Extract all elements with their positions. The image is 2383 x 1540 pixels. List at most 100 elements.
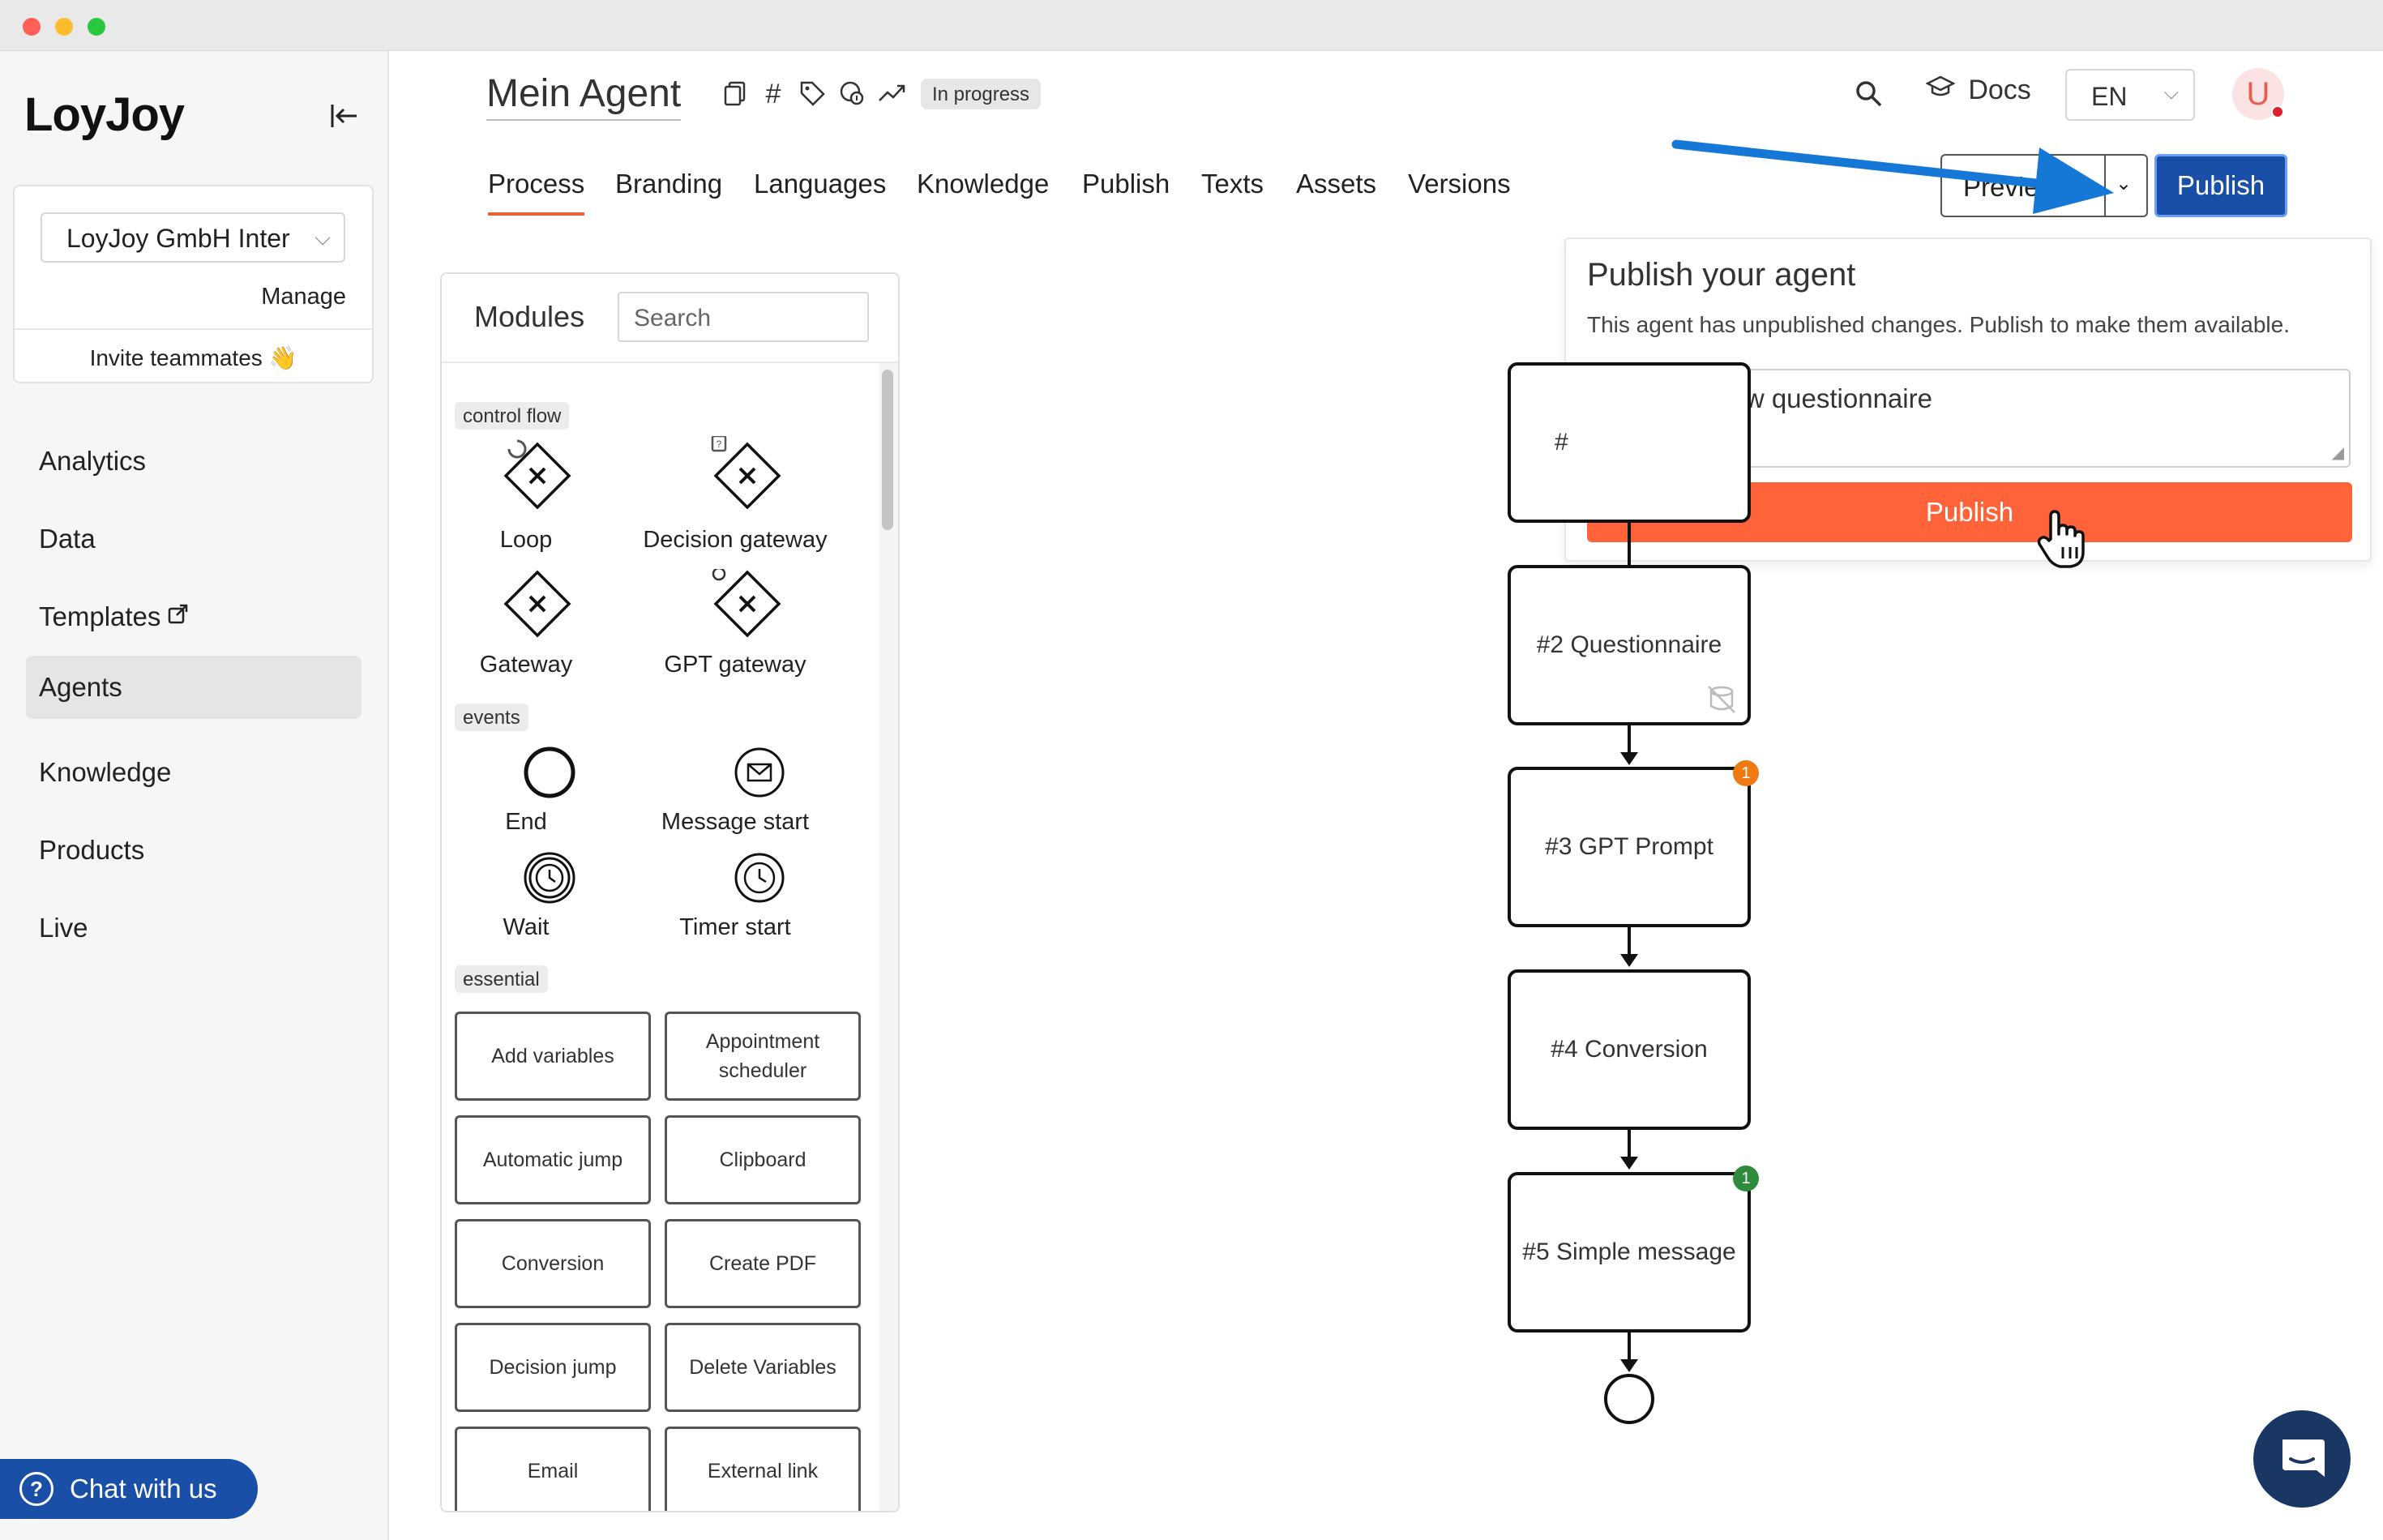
- module-delete-variables[interactable]: Delete Variables: [665, 1323, 861, 1412]
- flow-end-event[interactable]: [1604, 1374, 1654, 1424]
- publish-button[interactable]: Publish: [2154, 154, 2287, 217]
- gateway-icon[interactable]: [501, 569, 574, 642]
- decision-gateway-label: Decision gateway: [643, 527, 828, 553]
- resize-handle-icon[interactable]: ◢: [2331, 444, 2344, 462]
- chat-with-us-label: Chat with us: [70, 1474, 217, 1504]
- end-event-icon[interactable]: [521, 744, 578, 801]
- wait-label: Wait: [503, 914, 550, 940]
- chat-launcher-button[interactable]: [2253, 1410, 2351, 1508]
- tab-branding[interactable]: Branding: [615, 169, 723, 199]
- flow-node-label: #5 Simple message: [1522, 1238, 1736, 1265]
- chevron-down-icon: ⌵: [2163, 82, 2179, 104]
- flow-connector: [1628, 1130, 1631, 1157]
- split-divider: [2104, 156, 2106, 216]
- module-conversion[interactable]: Conversion: [455, 1219, 651, 1308]
- avatar[interactable]: U: [2232, 68, 2284, 120]
- module-add-variables[interactable]: Add variables: [455, 1012, 651, 1101]
- module-clipboard[interactable]: Clipboard: [665, 1115, 861, 1204]
- hash-icon[interactable]: #: [765, 79, 781, 109]
- organization-select-value: LoyJoy GmbH Inter: [66, 224, 290, 253]
- sidebar-item-knowledge[interactable]: Knowledge: [26, 741, 362, 804]
- chevron-down-icon: ⌵: [314, 225, 331, 250]
- scrollbar-thumb[interactable]: [882, 370, 893, 530]
- status-badge: In progress: [921, 79, 1042, 109]
- flow-connector: [1628, 725, 1631, 753]
- sidebar-item-label: Data: [39, 524, 96, 554]
- organization-card: LoyJoy GmbH Inter ⌵ Manage Invite teamma…: [13, 185, 374, 383]
- tab-languages[interactable]: Languages: [754, 169, 887, 199]
- organization-select[interactable]: LoyJoy GmbH Inter ⌵: [41, 212, 345, 263]
- gpt-gateway-icon[interactable]: [711, 569, 784, 642]
- analytics-trend-icon[interactable]: [877, 79, 906, 109]
- database-off-icon: [1708, 686, 1735, 713]
- tab-texts[interactable]: Texts: [1201, 169, 1264, 199]
- flow-connector: [1628, 927, 1631, 955]
- flow-node-label: #4 Conversion: [1551, 1036, 1708, 1063]
- sidebar-item-data[interactable]: Data: [26, 507, 362, 571]
- sidebar-item-templates[interactable]: Templates: [26, 585, 362, 648]
- scrollbar-track[interactable]: [879, 363, 898, 1511]
- close-window-button[interactable]: [23, 18, 41, 36]
- flow-arrowhead: [1620, 752, 1638, 765]
- logo: LoyJoy: [24, 88, 185, 141]
- sidebar-item-agents[interactable]: Agents: [26, 656, 362, 719]
- collapse-sidebar-icon[interactable]: [327, 100, 360, 132]
- decision-gateway-icon[interactable]: ?: [711, 436, 784, 509]
- zoom-window-button[interactable]: [88, 18, 105, 36]
- tag-icon[interactable]: [798, 79, 827, 109]
- tab-process[interactable]: Process: [488, 169, 585, 216]
- sidebar: LoyJoy LoyJoy GmbH Inter ⌵ Manage Invite…: [0, 51, 389, 1540]
- gpt-gateway-label: GPT gateway: [664, 652, 806, 678]
- tab-assets[interactable]: Assets: [1296, 169, 1377, 199]
- chat-bubble-icon: [2282, 1439, 2325, 1477]
- flow-node[interactable]: #2 Questionnaire: [1508, 565, 1751, 725]
- annotation-arrow-icon: [1671, 139, 2114, 214]
- minimize-window-button[interactable]: [55, 18, 73, 36]
- window-titlebar: [0, 0, 2383, 51]
- docs-link[interactable]: Docs: [1925, 75, 2031, 106]
- tab-publish[interactable]: Publish: [1082, 169, 1170, 199]
- message-start-icon[interactable]: [731, 744, 788, 801]
- timer-start-label: Timer start: [679, 914, 791, 940]
- agent-name[interactable]: Mein Agent: [486, 71, 682, 121]
- module-automatic-jump[interactable]: Automatic jump: [455, 1115, 651, 1204]
- chat-with-us-button[interactable]: ? Chat with us: [0, 1459, 258, 1519]
- module-decision-jump[interactable]: Decision jump: [455, 1323, 651, 1412]
- node-warning-badge[interactable]: 1: [1733, 760, 1759, 786]
- manage-link[interactable]: Manage: [261, 284, 346, 310]
- node-info-badge[interactable]: 1: [1733, 1166, 1759, 1191]
- sidebar-item-live[interactable]: Live: [26, 896, 362, 960]
- sidebar-item-label: Analytics: [39, 446, 147, 476]
- flow-node-label: #2 Questionnaire: [1536, 631, 1722, 658]
- timer-start-icon[interactable]: [731, 849, 788, 906]
- tab-versions[interactable]: Versions: [1408, 169, 1511, 199]
- sidebar-item-analytics[interactable]: Analytics: [26, 430, 362, 493]
- flow-node[interactable]: #3 GPT Prompt: [1508, 767, 1751, 927]
- flow-node[interactable]: #4 Conversion: [1508, 969, 1751, 1130]
- invite-teammates-link[interactable]: Invite teammates 👋: [89, 345, 297, 370]
- flow-node-label: #: [1555, 429, 1568, 456]
- sidebar-item-products[interactable]: Products: [26, 819, 362, 882]
- chevron-down-icon[interactable]: ⌄: [2116, 173, 2133, 195]
- language-select[interactable]: EN ⌵: [2065, 69, 2195, 121]
- copy-icon[interactable]: [721, 79, 750, 109]
- settings-badge-icon[interactable]: [837, 79, 866, 109]
- flow-node[interactable]: #5 Simple message: [1508, 1172, 1751, 1333]
- modules-search-input[interactable]: Search: [618, 292, 869, 342]
- sidebar-item-label: Live: [39, 913, 88, 943]
- popover-description: This agent has unpublished changes. Publ…: [1587, 312, 2290, 337]
- flow-connector: [1628, 1333, 1631, 1360]
- category-events: events: [455, 704, 528, 731]
- module-appointment-scheduler[interactable]: Appointment scheduler: [665, 1012, 861, 1101]
- module-email[interactable]: Email: [455, 1427, 651, 1511]
- tab-knowledge[interactable]: Knowledge: [917, 169, 1050, 199]
- wait-event-icon[interactable]: [521, 849, 578, 906]
- flow-node[interactable]: #: [1508, 362, 1751, 523]
- flow-node-label: #3 GPT Prompt: [1545, 833, 1713, 860]
- module-external-link[interactable]: External link: [665, 1427, 861, 1511]
- search-icon[interactable]: [1853, 78, 1885, 110]
- module-create-pdf[interactable]: Create PDF: [665, 1219, 861, 1308]
- loop-gateway-icon[interactable]: [501, 436, 574, 509]
- divider: [442, 361, 898, 363]
- avatar-initial: U: [2246, 76, 2270, 112]
